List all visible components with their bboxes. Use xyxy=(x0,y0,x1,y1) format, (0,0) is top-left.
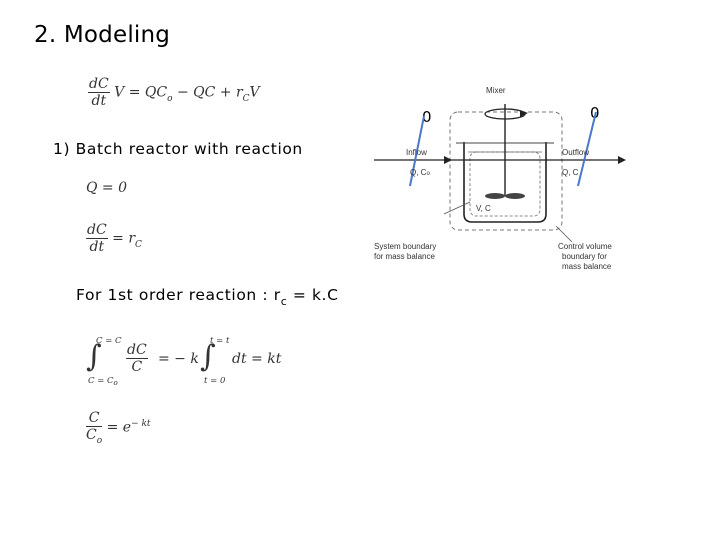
batch-num: dC xyxy=(86,222,108,239)
mb-num: dC xyxy=(88,76,110,93)
control-volume-pointer xyxy=(555,225,573,243)
outflow-vars: Q, C xyxy=(562,168,579,177)
system-boundary-pointer xyxy=(443,201,471,215)
int1-upper: C = C xyxy=(96,336,122,346)
int-num: dC xyxy=(126,342,148,359)
mb-sub-o: o xyxy=(167,93,173,104)
batch-sub: C xyxy=(135,239,142,250)
sol-exp: − kt xyxy=(131,418,151,429)
impeller-right xyxy=(505,193,525,199)
reactor-diagram-svg xyxy=(374,104,626,243)
integral-sign-2: ∫ xyxy=(200,339,216,374)
inflow-label: Inflow xyxy=(406,148,427,157)
mb-rhs: V = QC xyxy=(114,84,168,101)
inflow-vars-sub: o xyxy=(426,171,430,177)
sol-rhs: = e xyxy=(106,419,132,436)
int-den: C xyxy=(131,359,143,375)
outflow-label: Outflow xyxy=(562,148,590,157)
first-order-suffix: = k.C xyxy=(287,286,339,304)
slide-title: 2. Modeling xyxy=(34,22,171,48)
zero-label-left: 0 xyxy=(422,108,432,126)
integral-sign-1: ∫ xyxy=(86,339,102,374)
batch-den: dt xyxy=(89,239,105,255)
int2-lower: t = 0 xyxy=(204,376,226,386)
mb-mid: − QC + r xyxy=(172,84,243,101)
mixer-label: Mixer xyxy=(486,86,506,95)
impeller-left xyxy=(485,193,505,199)
int-tail: dt = kt xyxy=(232,351,282,367)
int1-lower: C = C xyxy=(88,376,114,386)
first-order-line: For 1st order reaction : rc = k.C xyxy=(76,286,339,308)
int1-lower-sub: o xyxy=(113,379,118,387)
accent-line-left xyxy=(409,115,425,187)
outflow-arrowhead xyxy=(618,156,626,164)
mb-den: dt xyxy=(91,93,107,109)
reactor-diagram: Mixer Inflow Q, Co Outflow Q, C V, C Sys… xyxy=(360,80,630,280)
mb-tail: V xyxy=(249,84,260,101)
sol-num: C xyxy=(86,410,103,427)
system-boundary xyxy=(469,151,541,217)
inflow-vars: Q, C xyxy=(410,168,427,177)
first-order-sub: c xyxy=(280,295,288,308)
tank-wall xyxy=(463,142,547,223)
accent-line-right xyxy=(577,111,597,187)
int2-upper: t = t xyxy=(210,336,230,346)
batch-heading: 1) Batch reactor with reaction xyxy=(53,140,303,158)
sol-den: C xyxy=(86,427,97,443)
q-zero-equation: Q = 0 xyxy=(86,180,128,196)
sol-den-sub: o xyxy=(96,436,103,446)
inflow-arrowhead xyxy=(444,156,452,164)
int-mid: = − k xyxy=(158,351,199,367)
rotation-arrowhead xyxy=(520,110,528,117)
batch-rhs: = r xyxy=(112,230,136,247)
tank-vars-label: V, C xyxy=(476,204,491,213)
first-order-prefix: For 1st order reaction : r xyxy=(76,286,281,304)
mb-sub-c: C xyxy=(242,93,250,104)
